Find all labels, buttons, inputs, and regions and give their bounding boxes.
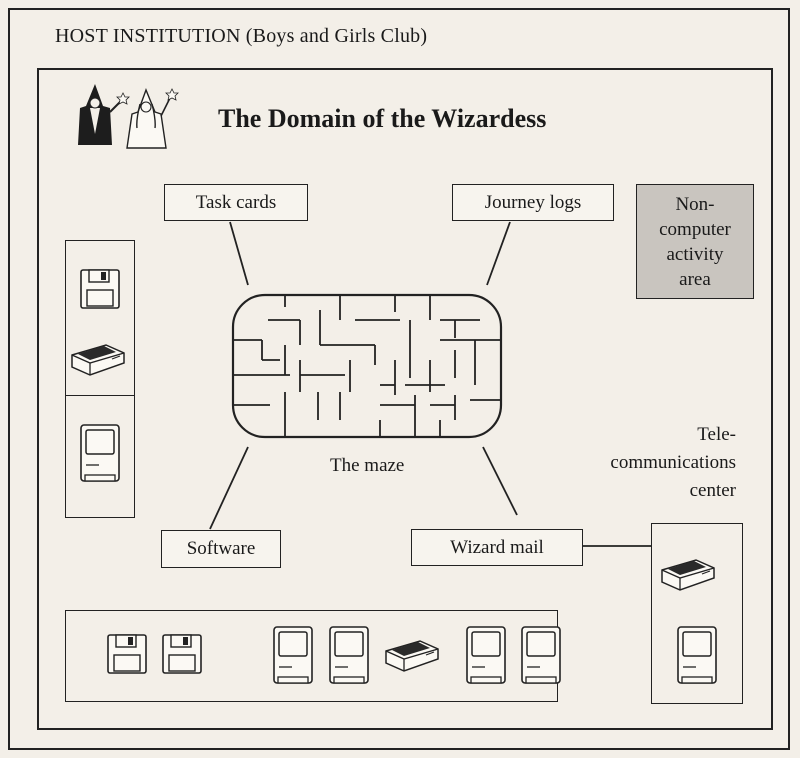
computer-icon bbox=[329, 626, 369, 684]
maze-icon bbox=[231, 293, 503, 439]
diagram-title: The Domain of the Wizardess bbox=[218, 104, 547, 133]
maze-label: The maze bbox=[330, 455, 405, 476]
non-computer-area-label: Non- computer activity area bbox=[659, 193, 731, 290]
software-label: Software bbox=[186, 538, 256, 559]
software-connector bbox=[209, 446, 249, 530]
computer-icon bbox=[466, 626, 506, 684]
computer-icon bbox=[80, 424, 120, 482]
floppy-disk-icon bbox=[80, 269, 120, 309]
wizardess-icon bbox=[126, 88, 179, 149]
journey-logs-connector bbox=[486, 221, 511, 286]
task-cards-connector bbox=[229, 221, 249, 286]
non-computer-area-box: Non- computer activity area bbox=[636, 184, 754, 299]
journey-logs-box: Journey logs bbox=[452, 184, 614, 221]
wizard-icon bbox=[78, 84, 130, 145]
floppy-disk-icon bbox=[107, 634, 147, 674]
floppy-disk-icon bbox=[162, 634, 202, 674]
printer-icon bbox=[661, 559, 715, 591]
task-cards-label: Task cards bbox=[195, 191, 277, 213]
host-institution-label: HOST INSTITUTION (Boys and Girls Club) bbox=[55, 25, 428, 47]
journey-logs-label: Journey logs bbox=[484, 191, 582, 213]
host-institution-frame bbox=[8, 8, 790, 750]
left-lower-equipment-panel bbox=[65, 395, 135, 518]
wizard-mail-label: Wizard mail bbox=[450, 536, 544, 558]
printer-icon bbox=[385, 640, 439, 672]
printer-icon bbox=[71, 344, 125, 376]
computer-icon bbox=[521, 626, 561, 684]
telecom-equipment-panel bbox=[651, 523, 743, 704]
telecommunications-center-label: Tele- communications center bbox=[610, 424, 736, 501]
wizard-mail-box: Wizard mail bbox=[411, 529, 583, 566]
task-cards-box: Task cards bbox=[164, 184, 308, 221]
wizard-mail-connector bbox=[482, 446, 518, 516]
computer-icon bbox=[677, 626, 717, 684]
software-box: Software bbox=[161, 530, 281, 568]
domain-frame bbox=[37, 68, 773, 730]
computer-icon bbox=[273, 626, 313, 684]
